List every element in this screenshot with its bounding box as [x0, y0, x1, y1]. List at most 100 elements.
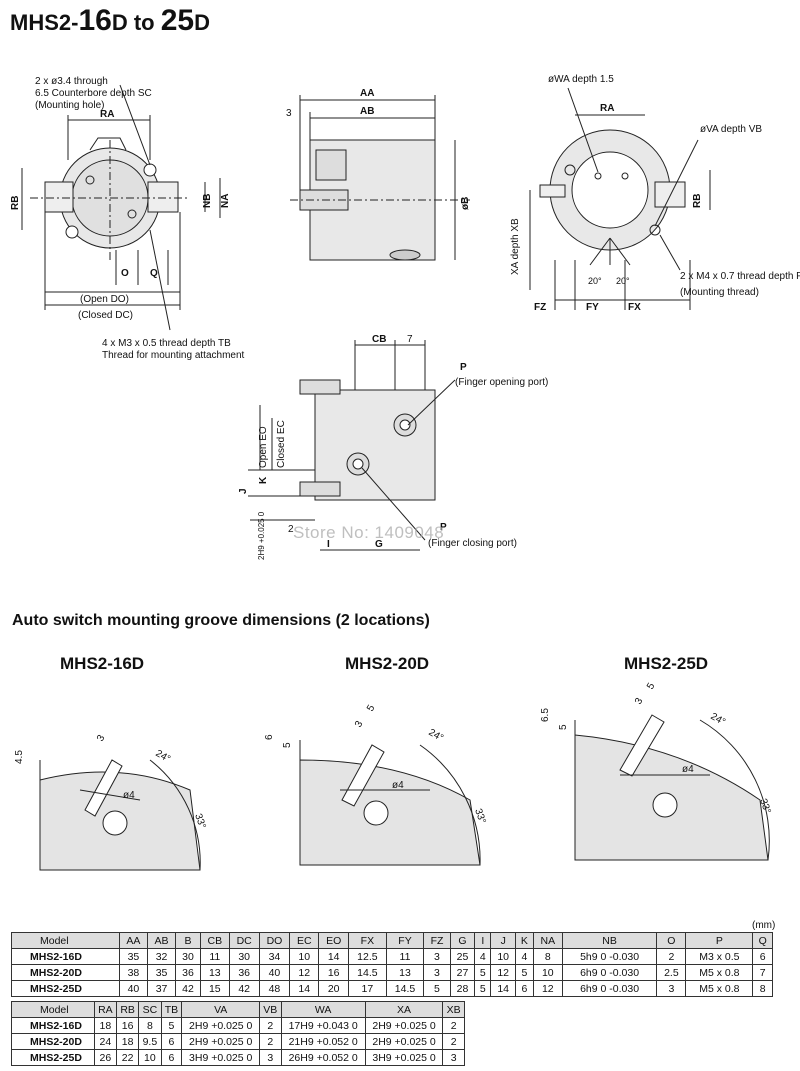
table-header-cell: FX [348, 932, 387, 949]
port-view-drawing [248, 340, 456, 551]
table-cell: 2 [258, 1033, 282, 1050]
table-cell: 18 [93, 1017, 118, 1034]
label-ra-right: RA [600, 103, 614, 114]
table-header-cell: XB [442, 1001, 465, 1018]
spec-table-1: Model AA AB B CB DC DO EC EO FX FY FZ G … [11, 932, 773, 997]
table-cell: 13 [199, 964, 230, 981]
title-size-from: 16 [78, 4, 112, 37]
title-suffix-to: D [194, 10, 210, 35]
groove-20d-d4: 5 [365, 703, 378, 714]
table-header-cell: CB [199, 932, 230, 949]
table-cell: 3H9 +0.025 0 [181, 1049, 260, 1066]
table-cell: 36 [228, 964, 260, 981]
label-i: I [327, 539, 330, 550]
table-cell: 12 [490, 964, 517, 981]
groove-title-16d: MHS2-16D [60, 654, 145, 673]
table-header-cell: J [490, 932, 517, 949]
groove-20d-ang2: 33° [472, 807, 488, 825]
table-cell: 6 [160, 1049, 183, 1066]
table-header-cell: AB [146, 932, 177, 949]
table-cell: 40 [258, 964, 291, 981]
table-cell: 3 [423, 964, 451, 981]
table-cell: 2 [258, 1017, 282, 1034]
table-cell: 5 [160, 1017, 183, 1034]
title-suffix-from: D [111, 10, 128, 35]
table-cell: 20 [318, 980, 350, 997]
front-view-drawing [21, 84, 221, 331]
table-cell: 21H9 +0.052 0 [280, 1033, 366, 1050]
label-open-do: (Open DO) [80, 294, 129, 305]
table-header-cell: TB [160, 1001, 183, 1018]
table-cell: M5 x 0.8 [685, 964, 754, 981]
table-cell: 2 [442, 1033, 465, 1050]
table-header-cell: O [656, 932, 687, 949]
groove-drawing-20d [299, 740, 481, 866]
table-header-cell: Q [752, 932, 773, 949]
label-m4: 2 x M4 x 0.7 thread depth FX [680, 271, 800, 282]
side-view-drawing [290, 95, 470, 261]
table-cell: 2H9 +0.025 0 [181, 1017, 260, 1034]
table-cell: 7 [752, 964, 773, 981]
table-cell: 10 [138, 1049, 162, 1066]
table-cell: 17 [348, 980, 387, 997]
table-cell: 42 [228, 980, 260, 997]
table-cell: 11 [199, 948, 230, 965]
groove-20d-dia: ø4 [392, 780, 404, 791]
groove-25d-d4: 5 [645, 681, 658, 692]
table-cell: 14.5 [385, 980, 425, 997]
table-header-cell: NA [532, 932, 563, 949]
label-20deg-a: 20° [588, 276, 602, 286]
table-cell: 10 [490, 948, 517, 965]
label-fy: FY [586, 302, 599, 313]
table-cell: 10 [289, 948, 320, 965]
label-side-3: 3 [286, 108, 292, 119]
title-size-to: 25 [160, 4, 195, 37]
groove-drawing-16d [39, 759, 201, 871]
label-rb-right: RB [692, 194, 703, 208]
table-header-row: Model AA AB B CB DC DO EC EO FX FY FZ G … [11, 932, 773, 949]
table-cell: M5 x 0.8 [685, 980, 754, 997]
groove-25d-ang1: 24° [709, 711, 728, 728]
label-h9: 2H9 +0.025 0 [257, 511, 266, 560]
label-aa: AA [360, 88, 374, 99]
groove-drawings: 4.5 3 24° 33° ø4 6 5 3 5 24° 33° ø4 6.5 … [14, 681, 773, 871]
table-header-cell: EO [318, 932, 350, 949]
page-title: MHS2-16D to 25D [10, 4, 210, 38]
label-front-holes-2: 6.5 Counterbore depth SC [35, 88, 152, 99]
table-header-cell: AA [118, 932, 149, 949]
table-cell: 28 [449, 980, 476, 997]
label-thread-tb: 4 x M3 x 0.5 thread depth TB [102, 338, 231, 349]
label-q: Q [150, 268, 158, 279]
label-cb: CB [372, 334, 386, 345]
table-cell: 26 [93, 1049, 118, 1066]
table-header-cell: G [449, 932, 476, 949]
table-header-cell: FY [385, 932, 425, 949]
label-front-holes-3: (Mounting hole) [35, 100, 104, 111]
table-cell: 2H9 +0.025 0 [364, 1017, 444, 1034]
table-cell: 5 [474, 980, 492, 997]
label-ob: øB [460, 197, 471, 210]
table-cell: 9.5 [138, 1033, 162, 1050]
label-front-holes-1: 2 x ø3.4 through [35, 76, 108, 87]
table-cell: 18 [116, 1033, 140, 1050]
table-header-cell: K [515, 932, 534, 949]
table-cell: 6 [752, 948, 773, 965]
table-cell: 5 [423, 980, 451, 997]
groove-25d-d3: 3 [633, 696, 646, 707]
table-cell: 5 [515, 964, 534, 981]
label-xa: XA depth XB [510, 218, 521, 275]
table-cell: 8 [138, 1017, 162, 1034]
table-cell: 6h9 0 -0.030 [561, 980, 658, 997]
table-cell: 4 [474, 948, 492, 965]
title-connector: to [127, 10, 161, 35]
label-two: 2 [288, 524, 294, 535]
table-cell: MHS2-25D [11, 980, 120, 997]
table-header-cell: VB [258, 1001, 282, 1018]
table-cell: 27 [449, 964, 476, 981]
unit-label: (mm) [752, 920, 776, 931]
table-cell: 2H9 +0.025 0 [181, 1033, 260, 1050]
table-cell: 35 [118, 948, 149, 965]
table-header-cell: XA [364, 1001, 444, 1018]
